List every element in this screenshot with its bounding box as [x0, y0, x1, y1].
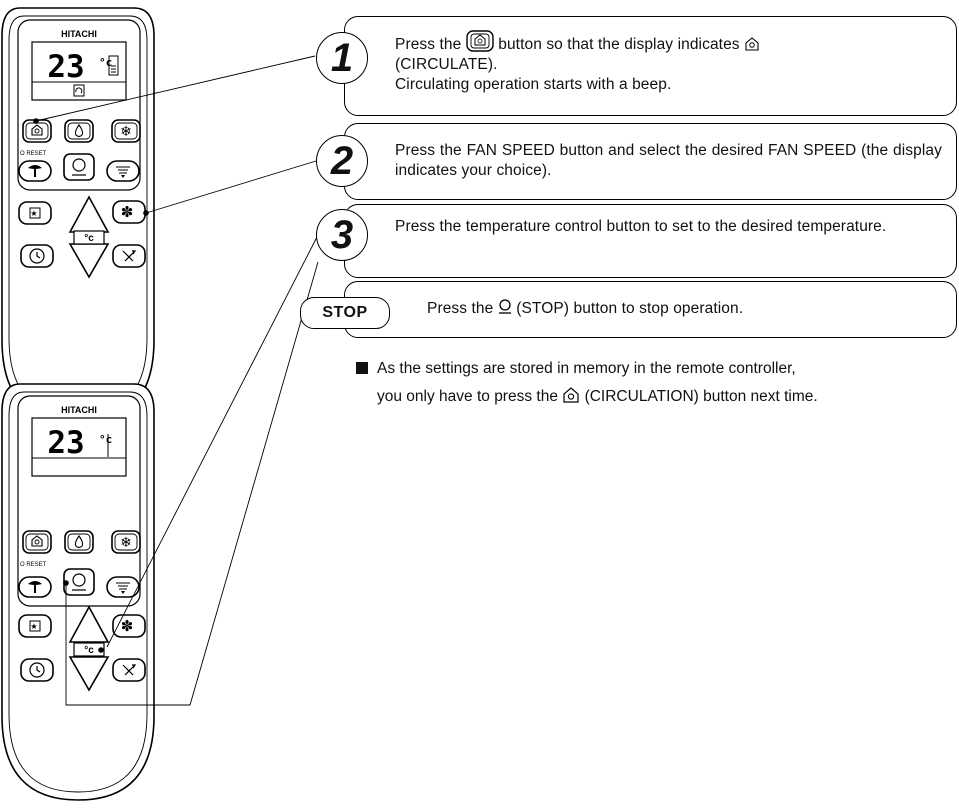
svg-text:★: ★	[30, 209, 37, 218]
circulation-icon	[563, 387, 579, 403]
sleep-button	[112, 658, 146, 682]
svg-text:°c: °c	[84, 645, 94, 656]
lcd-temperature: 23	[47, 425, 84, 461]
swing-button	[106, 160, 140, 182]
stop-button	[63, 153, 95, 181]
svg-text:❄: ❄	[120, 123, 132, 139]
circulate-button-icon	[466, 30, 494, 52]
svg-text:✽: ✽	[121, 618, 134, 635]
reset-label: O RESET	[20, 562, 47, 568]
circulate-indicator-icon	[745, 37, 759, 51]
memory-note: As the settings are stored in memory in …	[356, 355, 956, 411]
svg-text:✽: ✽	[121, 204, 134, 221]
timer-button	[20, 244, 54, 268]
svg-text:★: ★	[30, 622, 37, 631]
note-line-1: As the settings are stored in memory in …	[356, 355, 956, 383]
step-1-line-2: (CIRCULATE).	[395, 56, 498, 73]
dry-button	[64, 119, 94, 143]
fan-button	[18, 160, 52, 182]
svg-text:°c: °c	[84, 233, 94, 244]
mode-button: ★	[18, 614, 52, 638]
lcd-circulate-icon	[73, 84, 85, 97]
temperature-up-down-button: °c	[68, 605, 110, 692]
step-1-box: Press the button so that the display ind…	[344, 16, 957, 116]
leader-lines	[33, 55, 319, 706]
stop-badge: STOP	[300, 297, 390, 329]
step-2-text: Press the FAN SPEED button and select th…	[395, 142, 942, 179]
sleep-button	[112, 244, 146, 268]
fan-button	[18, 576, 52, 598]
cool-button: ❄	[111, 530, 141, 554]
lcd-unit: °c	[99, 433, 112, 446]
fan-speed-button: ✽	[112, 200, 146, 224]
lcd-unit: °c	[99, 56, 112, 69]
step-3-box: Press the temperature control button to …	[344, 204, 957, 278]
step-3-badge: 3	[316, 209, 368, 261]
step-3-text: Press the temperature control button to …	[395, 218, 887, 235]
fan-speed-bars-icon	[108, 55, 119, 76]
step-2-badge: 2	[316, 135, 368, 187]
brand-logo: HITACHI	[61, 29, 97, 39]
lcd-display	[31, 417, 127, 477]
mode-button: ★	[18, 201, 52, 225]
dry-button	[64, 530, 94, 554]
remote-controller-bottom: HITACHI 23 °c ❄ O RESET	[1, 383, 155, 801]
circulate-button	[22, 530, 52, 554]
square-bullet-icon	[356, 362, 368, 374]
temperature-up-down-button: °c	[68, 195, 110, 279]
timer-button	[20, 658, 54, 682]
lcd-temperature: 23	[47, 49, 84, 85]
lcd-display	[31, 41, 127, 101]
swing-button	[106, 576, 140, 598]
reset-label: O RESET	[20, 151, 47, 157]
step-2-box: Press the FAN SPEED button and select th…	[344, 123, 957, 200]
remote-controller-top: HITACHI 23 °c ❄ O RESE	[1, 7, 155, 425]
stop-icon	[498, 299, 511, 314]
cool-button: ❄	[111, 119, 141, 143]
circulate-button	[22, 119, 52, 143]
svg-text:❄: ❄	[120, 534, 132, 550]
note-line-2: you only have to press the (CIRCULATION)…	[377, 387, 818, 405]
brand-logo: HITACHI	[61, 405, 97, 415]
stop-text: Press the (STOP) button to stop operatio…	[427, 299, 744, 317]
stop-box: Press the (STOP) button to stop operatio…	[344, 281, 957, 338]
step-1-badge: 1	[316, 32, 368, 84]
step-1-line-1: Press the button so that the display ind…	[395, 30, 942, 55]
step-1-line-3: Circulating operation starts with a beep…	[395, 76, 672, 93]
